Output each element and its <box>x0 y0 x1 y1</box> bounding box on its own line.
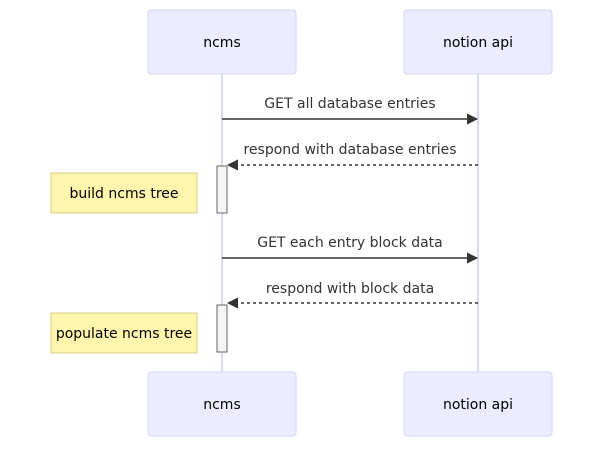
actor-notion-api-top-label: notion api <box>443 35 513 51</box>
actor-ncms-bottom[interactable]: ncms <box>147 371 297 437</box>
message-get-all-database-entries: GET all database entries <box>222 96 479 125</box>
actor-notion-api-bottom[interactable]: notion api <box>403 371 553 437</box>
message-label: respond with database entries <box>243 142 456 158</box>
message-label: respond with block data <box>266 281 434 297</box>
activation-ncms-1 <box>216 165 228 214</box>
message-get-each-entry-block-data: GET each entry block data <box>222 235 479 264</box>
message-label: GET all database entries <box>264 96 435 112</box>
activation-ncms-2 <box>216 304 228 353</box>
actor-notion-api-bottom-label: notion api <box>443 397 513 413</box>
actor-notion-api-top[interactable]: notion api <box>403 9 553 75</box>
actor-ncms-top-label: ncms <box>203 35 241 51</box>
actor-ncms-bottom-label: ncms <box>203 397 241 413</box>
note-text: populate ncms tree <box>56 326 192 342</box>
note-text: build ncms tree <box>70 186 179 202</box>
message-label: GET each entry block data <box>257 235 443 251</box>
message-respond-block-data: respond with block data <box>226 281 478 309</box>
note-build-ncms-tree: build ncms tree <box>50 172 198 214</box>
note-populate-ncms-tree: populate ncms tree <box>50 312 198 354</box>
actor-ncms-top[interactable]: ncms <box>147 9 297 75</box>
message-respond-database-entries: respond with database entries <box>226 142 478 171</box>
